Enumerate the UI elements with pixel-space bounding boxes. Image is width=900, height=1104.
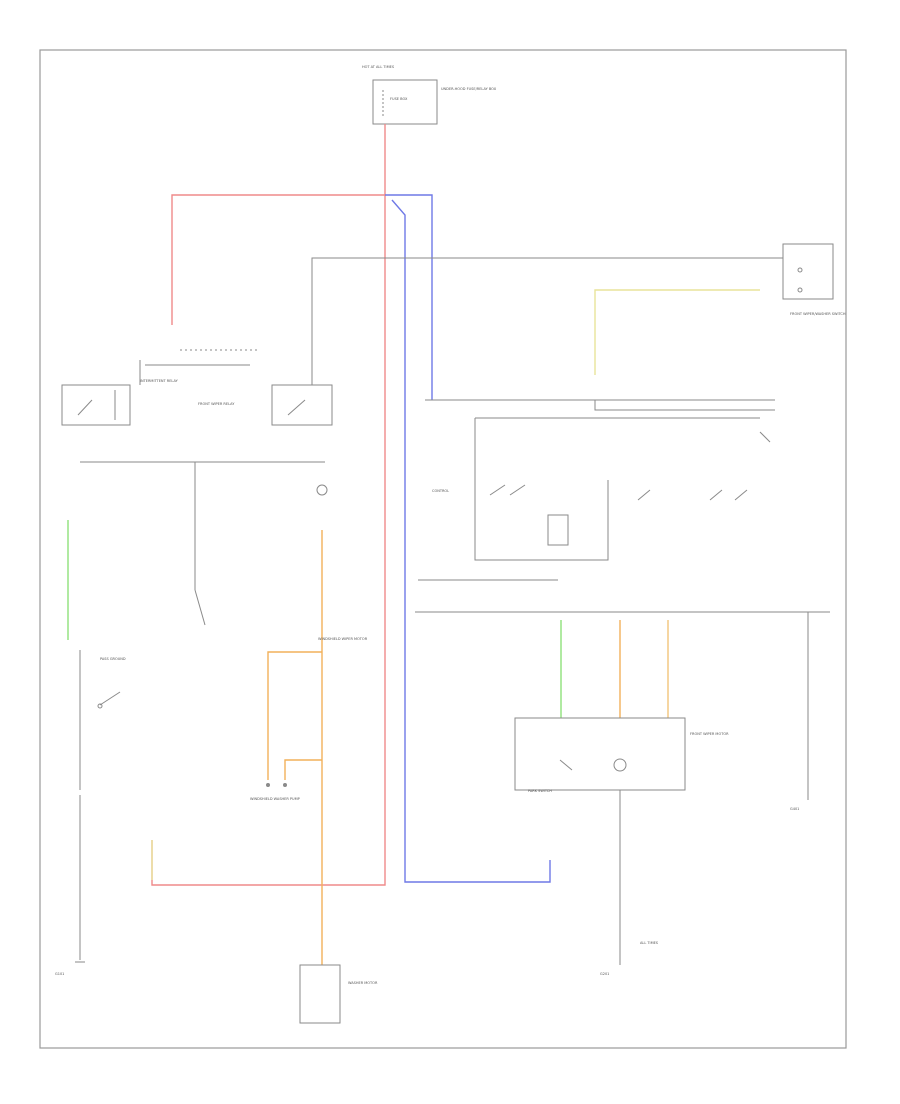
- hot-at-all-times-label: HOT AT ALL TIMES: [362, 65, 395, 69]
- blue-wire: [385, 194, 551, 883]
- washer-pump: WINDSHIELD WASHER PUMP: [250, 783, 300, 801]
- left-switch: PASS GROUND: [97, 657, 126, 709]
- intermittent-relay-label: INTERMITTENT RELAY: [140, 379, 179, 383]
- washer-motor: WASHER MOTOR WINDSHIELD WIPER MOTOR: [299, 637, 378, 1024]
- orange-wires: [267, 530, 669, 965]
- all-times-label: ALL TIMES: [640, 941, 659, 945]
- ground-center-label: G201: [600, 972, 609, 976]
- fuse-box-label: UNDER-HOOD FUSE/RELAY BOX: [441, 87, 497, 91]
- right-vertical-wire: G401: [790, 612, 809, 811]
- washer-pump-label: WINDSHIELD WASHER PUMP: [250, 797, 300, 801]
- pass-ground-label: PASS GROUND: [100, 657, 126, 661]
- diagram-border: [39, 49, 847, 1049]
- right-relay: FRONT WIPER RELAY: [198, 340, 333, 426]
- green-wires: [67, 520, 562, 718]
- front-wiper-switch-label: FRONT WIPER/WASHER SWITCH: [790, 312, 846, 316]
- switch-contacts: CONTROL: [432, 431, 771, 546]
- control-label: CONTROL: [432, 489, 449, 493]
- left-ground: G101: [55, 795, 85, 976]
- front-wiper-motor: FRONT WIPER MOTOR PARK SWITCH: [514, 717, 729, 965]
- park-switch-label: PARK SWITCH: [528, 789, 552, 793]
- left-relay: INTERMITTENT RELAY: [61, 349, 260, 426]
- center-ground: G201 ALL TIMES: [194, 484, 659, 976]
- washer-motor-label: WASHER MOTOR: [348, 981, 378, 985]
- fuse-label: FUSE BOX: [390, 97, 408, 101]
- ground-left-label: G101: [55, 972, 64, 976]
- fuse-box: HOT AT ALL TIMES UNDER-HOOD FUSE/RELAY B…: [362, 65, 497, 125]
- front-wiper-motor-label: FRONT WIPER MOTOR: [690, 732, 729, 736]
- gray-wires: [79, 257, 830, 790]
- wiper-relay-label: FRONT WIPER RELAY: [198, 402, 235, 406]
- windshield-motor-label: WINDSHIELD WIPER MOTOR: [318, 637, 368, 641]
- ground-right-label: G401: [790, 807, 799, 811]
- yellow-wire: [151, 289, 760, 880]
- wiper-switch-box: FRONT WIPER/WASHER SWITCH: [782, 243, 846, 316]
